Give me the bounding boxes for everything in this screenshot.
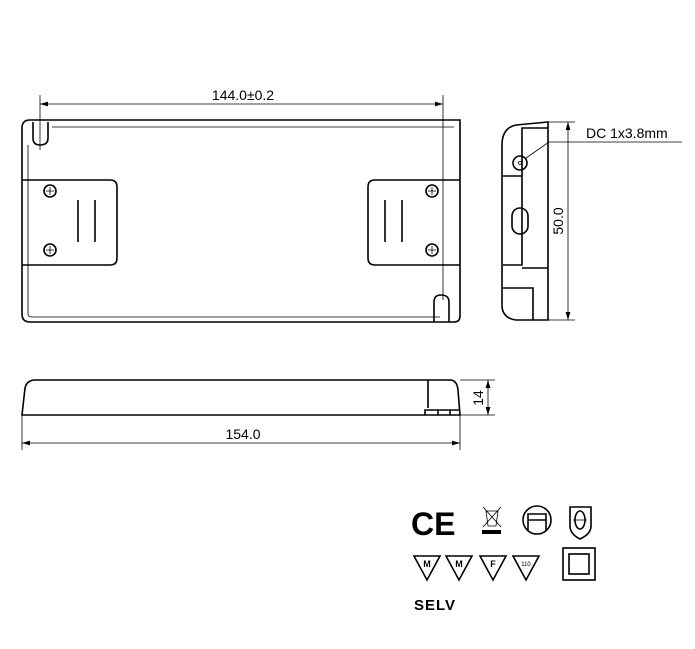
ce-mark-icon: CE (411, 506, 455, 542)
svg-text:M: M (423, 559, 431, 569)
front-view: 14 154.0 (21, 379, 495, 450)
svg-text:M: M (455, 559, 463, 569)
furniture-mark-icon (522, 505, 552, 535)
screw-icon (43, 184, 439, 257)
side-view: 50.0 DC 1x3.8mm (501, 121, 682, 321)
dim-mounting-length: 144.0±0.2 (212, 87, 274, 103)
dc-connector-label: DC 1x3.8mm (586, 125, 668, 141)
top-view: 144.0±0.2 (21, 87, 461, 323)
dim-height: 14 (470, 390, 486, 406)
class-ii-double-square-icon (562, 547, 596, 581)
dc-jack (512, 155, 528, 171)
ip-shield-icon (569, 506, 592, 540)
selv-label: SELV (414, 597, 456, 614)
triangle-mark-icon: M M F 110 (412, 555, 541, 582)
mount-slot-right (433, 294, 450, 322)
bracket-right (367, 179, 460, 266)
dim-width: 50.0 (550, 207, 566, 234)
cable-outlet (511, 207, 529, 235)
bracket-left (22, 179, 118, 266)
svg-text:110: 110 (521, 562, 531, 568)
mount-slot-left (32, 122, 49, 146)
certification-symbols: CE M M F 110 SELV (411, 505, 596, 614)
weee-bin-icon (482, 506, 502, 534)
svg-text:F: F (490, 559, 496, 569)
dim-overall-length: 154.0 (225, 426, 260, 442)
